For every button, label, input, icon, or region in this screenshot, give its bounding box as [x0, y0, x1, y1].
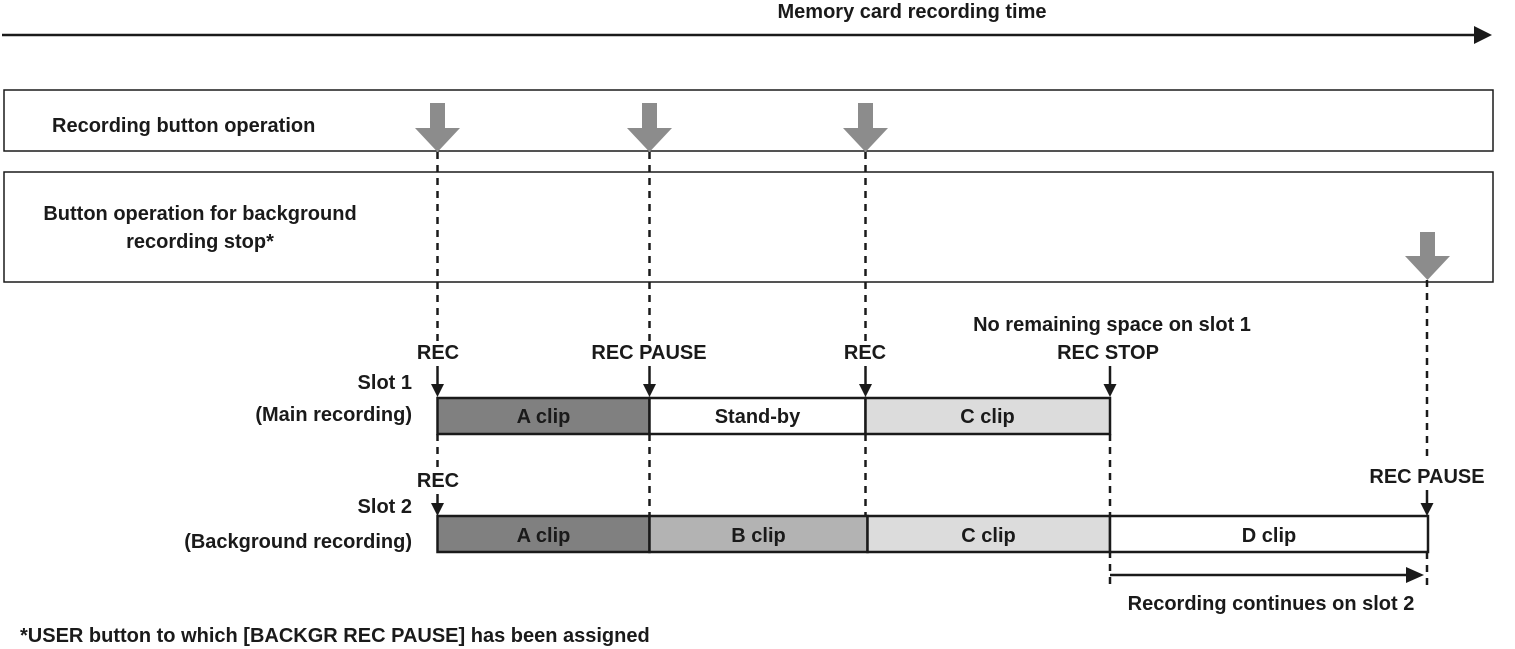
slot2-c-clip: [866, 514, 1112, 554]
slot1-rec-stop-marker-head: [1103, 384, 1117, 397]
slot2-rec-pause-marker-head: [1420, 503, 1434, 516]
slot1-c-clip: [864, 396, 1112, 436]
slot2-c-clip-label: C clip: [961, 525, 1015, 547]
timeline-axis: Memory card recording time: [2, 1, 1492, 44]
slot1-stand-by-label: Stand-by: [715, 406, 801, 428]
slot2-rec-label: REC: [417, 470, 459, 492]
slot2-description: (Background recording): [184, 531, 412, 553]
slot1-no-space-label: No remaining space on slot 1: [973, 314, 1251, 336]
slot1-bar: A clip Stand-by C clip: [436, 396, 1112, 436]
recording-button-row-label: Recording button operation: [52, 115, 315, 137]
timeline-arrowhead: [1474, 26, 1492, 44]
background-stop-label-line1: Button operation for background: [43, 203, 356, 225]
slot1-rec-stop-label: REC STOP: [1057, 342, 1159, 364]
footnote: *USER button to which [BACKGR REC PAUSE]…: [20, 625, 650, 647]
operation-arrow-2: [627, 103, 672, 152]
slot2-a-clip-label: A clip: [517, 525, 571, 547]
slot1-rec-pause-marker-head: [643, 384, 656, 397]
slot2-a-clip: [436, 514, 651, 554]
slot2-b-clip-label: B clip: [731, 525, 785, 547]
background-stop-row: [3, 171, 1494, 283]
slot2-rec-pause-label: REC PAUSE: [1369, 466, 1484, 488]
slot1-description: (Main recording): [255, 404, 412, 426]
slot1-stand-by: [648, 396, 867, 436]
slot1-rec-marker-1-head: [431, 384, 444, 397]
continuation-label: Recording continues on slot 2: [1128, 593, 1415, 615]
slot1-name: Slot 1: [358, 372, 412, 394]
slot2-bar: A clip B clip C clip D clip: [436, 514, 1430, 554]
slot2-rec-marker-head: [431, 503, 444, 516]
slot2-name: Slot 2: [358, 496, 412, 518]
slot1-c-clip-label: C clip: [960, 406, 1014, 428]
timeline-label: Memory card recording time: [778, 1, 1047, 23]
slot1-a-clip-label: A clip: [517, 406, 571, 428]
operation-arrow-background-stop: [1405, 232, 1450, 280]
background-stop-label-line2: recording stop*: [126, 231, 274, 253]
slot1-rec-label-2: REC: [844, 342, 886, 364]
slot2-d-clip-label: D clip: [1242, 525, 1296, 547]
slot1-rec-pause-label: REC PAUSE: [591, 342, 706, 364]
slot1-rec-label-1: REC: [417, 342, 459, 364]
continuation-arrow: [1110, 567, 1424, 583]
slot1-a-clip: [436, 396, 651, 436]
recording-button-row: [3, 89, 1494, 152]
operation-arrow-1: [415, 103, 460, 152]
slot1-rec-marker-2-head: [859, 384, 872, 397]
continuation-arrowhead: [1406, 567, 1424, 583]
slot2-d-clip: [1108, 514, 1430, 554]
operation-arrow-3: [843, 103, 888, 152]
